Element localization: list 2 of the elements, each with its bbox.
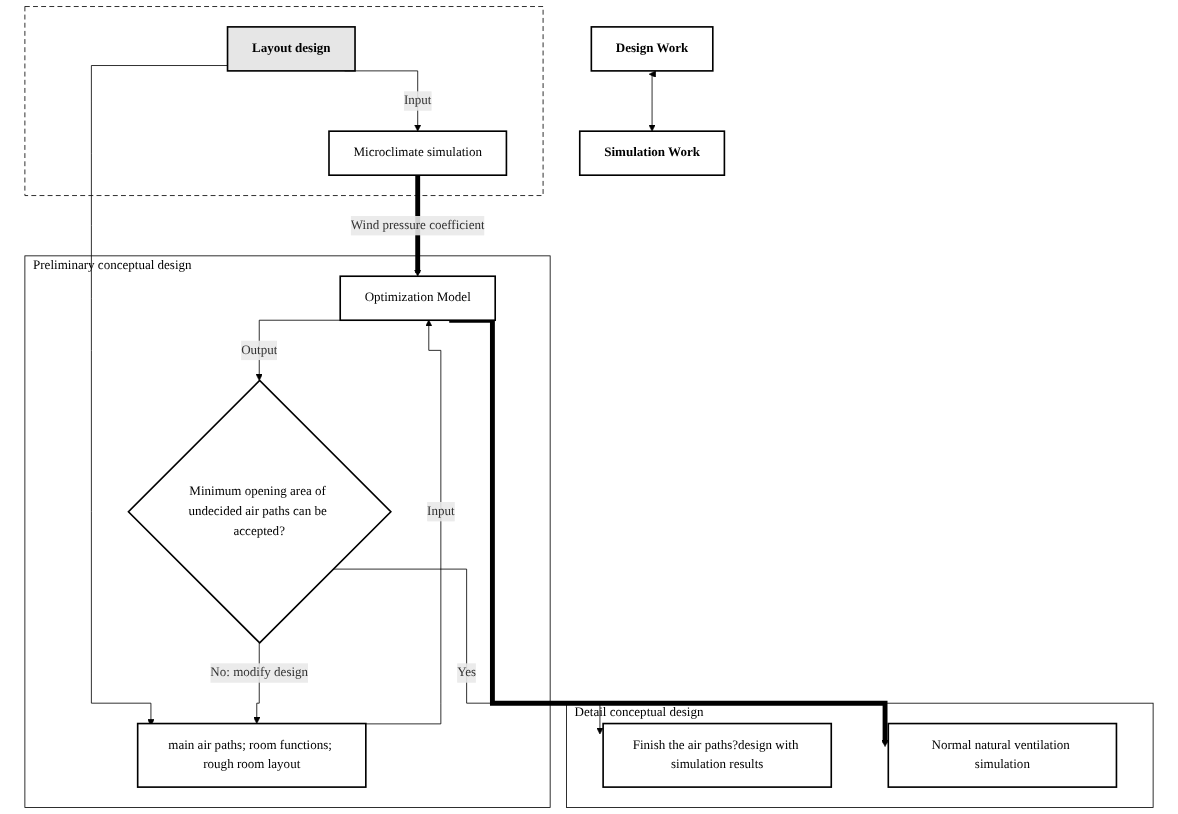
cluster bbox=[24, 6, 544, 196]
arrow bbox=[449, 317, 889, 747]
